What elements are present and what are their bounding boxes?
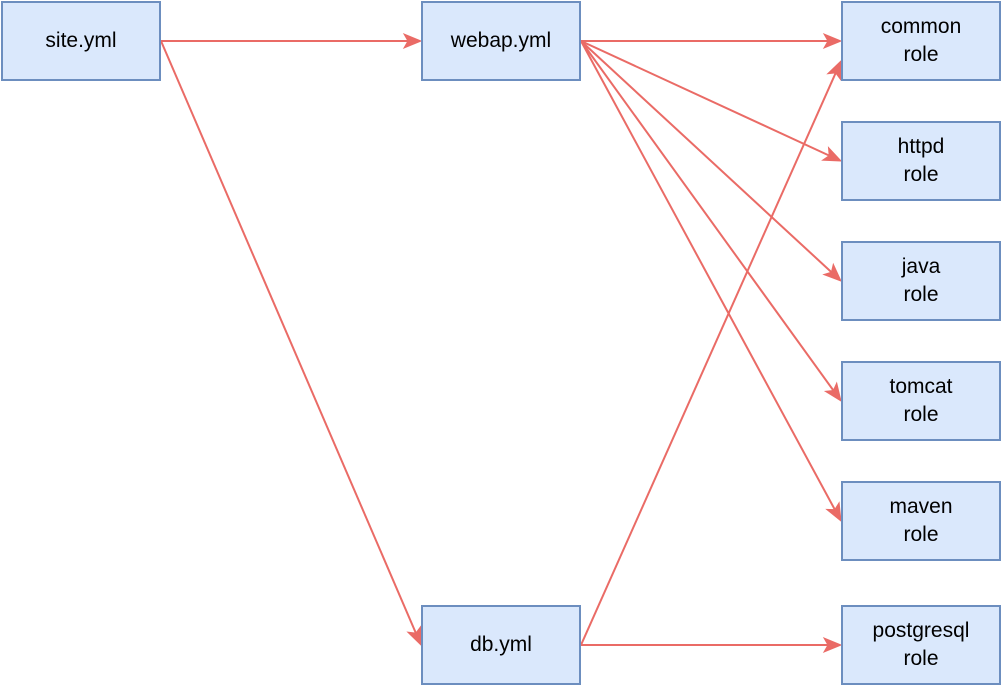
- arrowhead-icon: [821, 146, 843, 162]
- node-site-yml[interactable]: site.yml: [1, 1, 161, 81]
- edge-line: [580, 40, 833, 274]
- node-common-role[interactable]: common role: [841, 1, 1001, 81]
- edge-site-to-db: [160, 40, 422, 647]
- edge-webap-to-tomcat: [580, 40, 842, 403]
- edge-line: [580, 40, 835, 392]
- node-webap-yml[interactable]: webap.yml: [421, 1, 581, 81]
- arrowhead-icon: [826, 59, 842, 81]
- arrowhead-icon: [402, 32, 423, 50]
- arrowhead-icon: [822, 262, 842, 282]
- edge-webap-to-maven: [580, 40, 842, 523]
- node-httpd-role[interactable]: httpd role: [841, 121, 1001, 201]
- node-httpd-role-suffix: role: [903, 163, 939, 186]
- edge-line: [580, 40, 831, 157]
- node-maven-role[interactable]: maven role: [841, 481, 1001, 561]
- edge-line: [580, 71, 838, 646]
- edge-db-to-postgresql: [581, 636, 843, 654]
- arrowhead-icon: [822, 32, 843, 50]
- arrowhead-icon: [823, 381, 842, 403]
- node-postgresql-role-name: postgresql: [872, 619, 970, 642]
- node-db-yml[interactable]: db.yml: [421, 605, 581, 685]
- edge-webap-to-java: [580, 40, 842, 282]
- edge-site-to-webap: [161, 32, 423, 50]
- node-db-yml-label: db.yml: [470, 633, 532, 656]
- node-maven-role-suffix: role: [903, 523, 939, 546]
- arrowhead-icon: [825, 501, 842, 523]
- node-common-role-suffix: role: [903, 43, 939, 66]
- node-maven-role-name: maven: [889, 495, 953, 518]
- node-java-role-name: java: [901, 255, 941, 278]
- node-common-role-name: common: [880, 15, 962, 38]
- node-tomcat-role-suffix: role: [903, 403, 939, 426]
- arrowhead-icon: [406, 625, 422, 647]
- node-site-yml-label: site.yml: [45, 29, 117, 52]
- node-httpd-role-name: httpd: [897, 135, 945, 158]
- edge-line: [160, 40, 418, 635]
- edge-db-to-common: [580, 59, 842, 646]
- edge-webap-to-httpd: [580, 40, 843, 162]
- node-java-role[interactable]: java role: [841, 241, 1001, 321]
- arrowhead-icon: [822, 636, 843, 654]
- node-tomcat-role-name: tomcat: [889, 375, 953, 398]
- node-postgresql-role-suffix: role: [903, 647, 939, 670]
- edge-webap-to-common: [581, 32, 843, 50]
- node-tomcat-role[interactable]: tomcat role: [841, 361, 1001, 441]
- node-postgresql-role[interactable]: postgresql role: [841, 605, 1001, 685]
- node-java-role-suffix: role: [903, 283, 939, 306]
- node-webap-yml-label: webap.yml: [450, 29, 552, 52]
- edge-line: [580, 40, 837, 511]
